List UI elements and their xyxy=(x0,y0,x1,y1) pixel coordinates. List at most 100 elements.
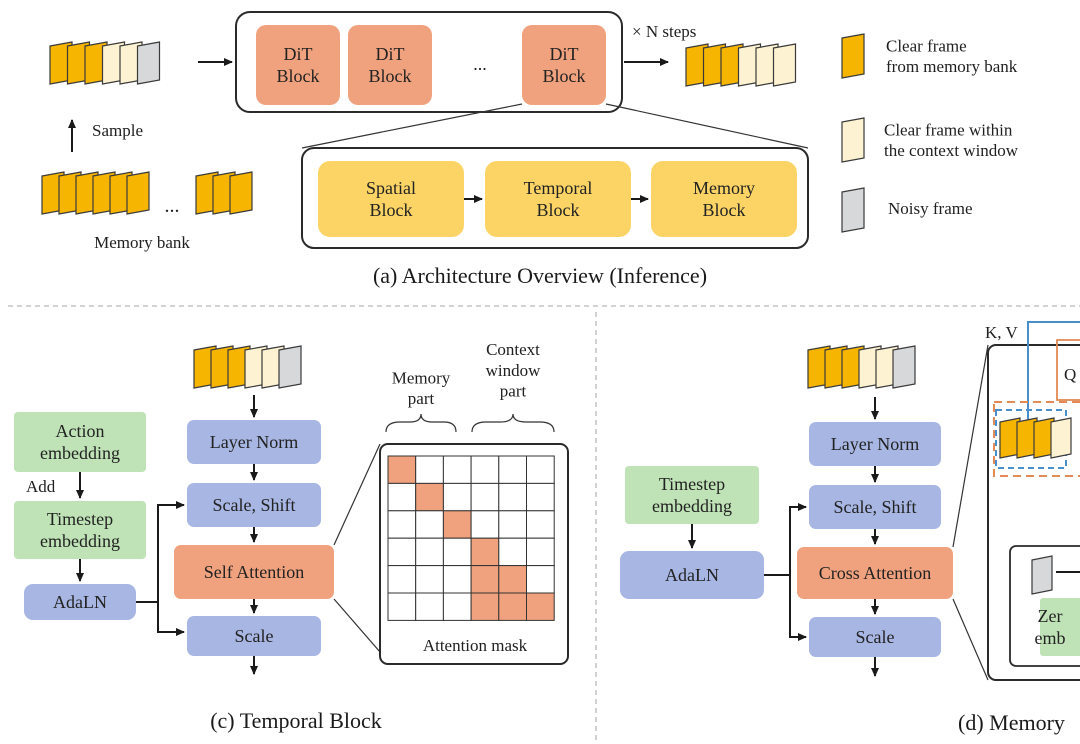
mask-cell-attend xyxy=(415,482,444,512)
adaln-to-scale-arrow xyxy=(157,602,185,636)
dit-block-1 xyxy=(256,25,340,105)
context-part-brace xyxy=(471,413,555,433)
mask-cell-attend xyxy=(442,510,472,539)
mem-scale-shift-label: Scale, Shift xyxy=(834,497,917,517)
mask-cell-attend xyxy=(387,455,417,484)
mem-adaln-to-scale-arrow xyxy=(789,575,807,641)
mask-cell-attend xyxy=(470,537,500,567)
memory-bank-frames xyxy=(41,171,150,215)
mask-cell-blocked xyxy=(415,537,444,567)
frame-clear-memory xyxy=(841,33,865,79)
mem-adaln-to-scaleshift-arrow xyxy=(764,503,807,576)
frame-clear-memory xyxy=(229,171,253,215)
mask-cell-attend xyxy=(470,565,500,594)
q-dashed-region xyxy=(993,401,1080,477)
mask-cell-blocked xyxy=(498,510,527,539)
mem-adaln-box xyxy=(620,551,764,599)
frame-clear-context xyxy=(1050,417,1072,459)
adaln-box xyxy=(24,584,136,620)
mem-scale-label: Scale xyxy=(856,627,895,647)
sample-label: Sample xyxy=(92,121,143,140)
temporal-caption: (c) Temporal Block xyxy=(210,708,382,733)
frame-clear-memory xyxy=(126,171,150,215)
mem-zoom-line-top xyxy=(952,344,989,548)
mask-cell-attend xyxy=(498,592,527,621)
memory-part-brace xyxy=(385,413,457,433)
self-attention-label: Self Attention xyxy=(204,562,305,582)
mask-cell-attend xyxy=(498,565,527,594)
mem-zoom-line-bottom xyxy=(952,598,989,681)
memory-detail-frames xyxy=(999,417,1072,459)
overview-caption: (a) Architecture Overview (Inference) xyxy=(373,263,707,288)
frame-noisy xyxy=(1031,555,1053,595)
self-attention-box xyxy=(174,545,334,599)
kv-path xyxy=(1027,321,1080,424)
layer-norm-label: Layer Norm xyxy=(210,432,298,452)
mask-cell-blocked xyxy=(498,482,527,512)
mask-cell-blocked xyxy=(387,482,417,512)
cross-attention-label: Cross Attention xyxy=(819,563,932,583)
memory-input-frames xyxy=(807,345,916,389)
frame-noisy xyxy=(841,187,865,233)
kv-dashed-region xyxy=(995,409,1067,469)
mask-cell-blocked xyxy=(387,510,417,539)
memory-block xyxy=(651,161,797,237)
q-label: Q xyxy=(1064,365,1076,384)
output-frame-stack xyxy=(685,43,797,87)
legend-noisy: Noisy frame xyxy=(888,199,973,218)
mem-scale-shift-box xyxy=(809,485,941,529)
mask-cell-blocked xyxy=(415,455,444,484)
action-embedding-box xyxy=(14,412,146,472)
frame-noisy xyxy=(892,345,916,389)
mask-cell-blocked xyxy=(387,592,417,621)
frame-noisy xyxy=(278,345,302,389)
mem-scale-box xyxy=(809,617,941,657)
mask-cell-blocked xyxy=(498,455,527,484)
mask-cell-blocked xyxy=(526,510,555,539)
scale-shift-box xyxy=(187,483,321,527)
q-box xyxy=(1056,339,1080,401)
frame-noisy xyxy=(136,41,161,85)
dit-block-2 xyxy=(348,25,432,105)
memory-bank-frames-tail xyxy=(195,171,253,215)
timestep-embedding-box xyxy=(14,501,146,559)
mask-cell-attend xyxy=(526,592,555,621)
zoom-line-right xyxy=(605,103,809,149)
frame-clear-context xyxy=(772,43,797,87)
mem-layer-norm-label: Layer Norm xyxy=(831,434,919,454)
zero-embedding-box xyxy=(1040,598,1080,656)
memory-caption: (d) Memory xyxy=(958,710,1065,735)
mask-cell-blocked xyxy=(526,537,555,567)
mask-cell-blocked xyxy=(442,592,472,621)
mask-cell-blocked xyxy=(415,592,444,621)
spatial-block xyxy=(318,161,464,237)
mask-cell-blocked xyxy=(415,510,444,539)
dit-block-n xyxy=(522,25,606,105)
mask-cell-blocked xyxy=(387,565,417,594)
attention-mask-grid xyxy=(387,455,555,621)
mask-cell-blocked xyxy=(415,565,444,594)
mem-layer-norm-box xyxy=(809,422,941,466)
mask-zoom-line-bottom xyxy=(333,598,381,653)
mask-cell-blocked xyxy=(498,537,527,567)
add-label: Add xyxy=(26,477,56,496)
scale-shift-label: Scale, Shift xyxy=(213,495,296,515)
adaln-label: AdaLN xyxy=(53,592,107,612)
n-steps-label: × N steps xyxy=(632,22,696,41)
kv-label: K, V xyxy=(985,323,1018,342)
mem-adaln-label: AdaLN xyxy=(665,565,719,585)
legend-gray-frame-icon xyxy=(841,187,865,233)
adaln-to-scale-shift-arrow xyxy=(136,501,185,603)
